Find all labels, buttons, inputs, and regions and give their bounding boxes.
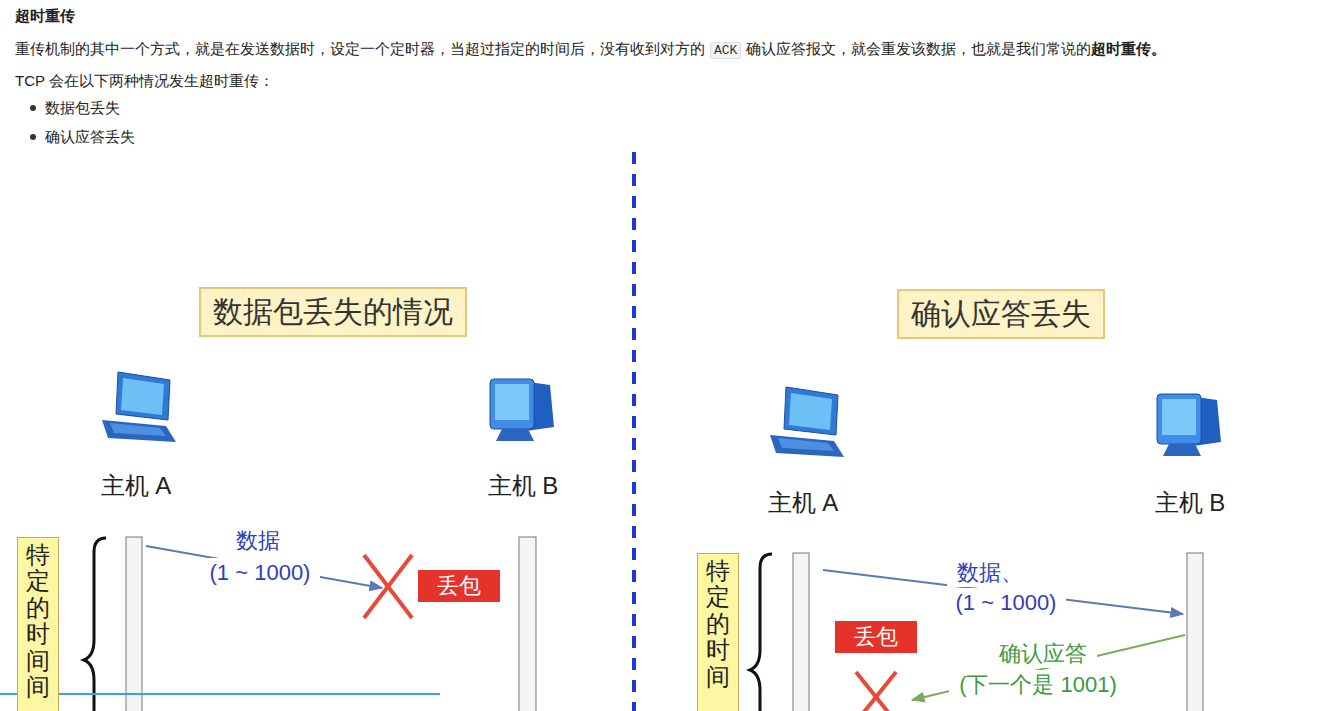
progress-bar bbox=[0, 693, 440, 695]
title-box: 数据包丢失的情况 bbox=[199, 287, 467, 337]
laptop-icon bbox=[102, 372, 176, 442]
packet-loss-tag: 丢包 bbox=[418, 570, 500, 602]
host-label: 主机 A bbox=[768, 487, 839, 518]
desktop-icon bbox=[490, 379, 554, 441]
body-text: 重传机制的其中一个方式，就是在发送数据时，设定一个定时器，当超过指定的时间后，没… bbox=[15, 40, 705, 57]
paragraph: 重传机制的其中一个方式，就是在发送数据时，设定一个定时器，当超过指定的时间后，没… bbox=[15, 38, 1315, 62]
ack-label: 确认应答 bbox=[989, 639, 1097, 668]
packet-loss-tag: 丢包 bbox=[835, 621, 917, 653]
brace bbox=[750, 554, 772, 711]
timeline-bar bbox=[1187, 553, 1203, 711]
timeline-bar bbox=[126, 537, 142, 711]
title-text: 确认应答丢失 bbox=[911, 296, 1091, 332]
host-label: 主机 B bbox=[488, 470, 559, 501]
inline-code: ACK bbox=[710, 42, 741, 59]
brace bbox=[84, 538, 106, 711]
timeline-bar bbox=[519, 537, 536, 711]
laptop-icon bbox=[770, 387, 844, 457]
loss-cross bbox=[856, 672, 896, 711]
data-range: (1 ~ 1000) bbox=[200, 558, 321, 587]
divider-line bbox=[632, 152, 636, 711]
loss-cross bbox=[364, 555, 412, 618]
ack-arrow bbox=[912, 635, 1185, 700]
loss-cross bbox=[856, 672, 896, 711]
bullet-dot bbox=[30, 105, 36, 111]
vertical-label: 特定的时间间 bbox=[26, 542, 50, 700]
timeline-bar bbox=[793, 553, 809, 711]
host-label: 主机 B bbox=[1155, 487, 1226, 518]
bullet-item: 确认应答丢失 bbox=[45, 126, 135, 148]
bullet-dot bbox=[30, 134, 36, 140]
time-interval-box: 特定的时间间 bbox=[17, 537, 59, 711]
title-box: 确认应答丢失 bbox=[897, 289, 1105, 339]
loss-text: 丢包 bbox=[428, 572, 490, 600]
time-interval-box: 特定的时间 bbox=[697, 553, 739, 711]
data-label: 数据、 bbox=[947, 558, 1033, 587]
desktop-icon bbox=[1157, 394, 1221, 456]
host-label: 主机 A bbox=[101, 470, 172, 501]
section-heading: 超时重传 bbox=[15, 6, 75, 26]
vertical-label: 特定的时间 bbox=[706, 558, 730, 690]
body-text: TCP 会在以下两种情况发生超时重传： bbox=[15, 70, 274, 92]
bold-text: 超时重传。 bbox=[1091, 40, 1166, 57]
data-label: 数据 bbox=[226, 526, 290, 555]
loss-cross bbox=[364, 555, 412, 618]
body-text: 确认应答报文，就会重发该数据，也就是我们常说的 bbox=[746, 40, 1091, 57]
data-range: (1 ~ 1000) bbox=[946, 588, 1067, 617]
ack-next: (下一个是 1001) bbox=[949, 670, 1127, 699]
bullet-item: 数据包丢失 bbox=[45, 97, 120, 119]
loss-text: 丢包 bbox=[845, 623, 907, 651]
title-text: 数据包丢失的情况 bbox=[213, 294, 453, 330]
